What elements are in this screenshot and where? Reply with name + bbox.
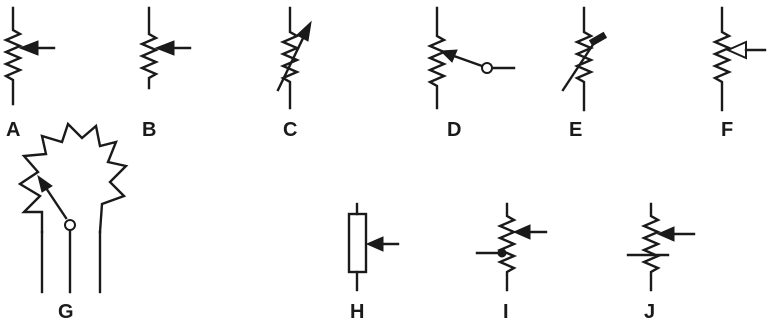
symbol-d-tap-circle-icon	[481, 62, 493, 74]
symbol-g-pivot-circle-icon	[64, 219, 76, 231]
symbol-d-wiper-line	[452, 54, 484, 68]
symbol-j: J	[626, 202, 696, 323]
symbol-i-tap-dot-icon	[497, 248, 507, 258]
symbol-g-wiper-line	[44, 186, 68, 220]
symbol-d: D	[426, 6, 516, 141]
symbol-g-arc-resistor	[17, 121, 129, 234]
symbol-h-arrowhead-icon	[365, 236, 384, 252]
symbol-a-resistor	[2, 6, 24, 106]
symbol-f-resistor	[711, 6, 733, 112]
symbol-g: G	[17, 121, 129, 323]
symbol-e-diagonal-line	[561, 38, 598, 92]
symbol-c: C	[276, 6, 312, 141]
symbol-d-label: D	[447, 119, 461, 141]
symbol-c-arrowhead-icon	[296, 20, 312, 42]
symbol-j-label: J	[644, 301, 655, 323]
symbol-b-label: B	[142, 119, 156, 141]
symbol-h: H	[347, 202, 400, 323]
symbol-a-arrowhead-icon	[18, 40, 39, 56]
symbol-f-open-arrowhead-icon	[725, 40, 747, 60]
symbol-e: E	[561, 6, 608, 141]
symbol-h-label: H	[350, 301, 364, 323]
symbol-i-label: I	[503, 301, 509, 323]
symbol-i: I	[475, 202, 548, 323]
symbol-i-resistor	[496, 202, 518, 292]
symbol-c-diagonal-line	[276, 32, 307, 92]
symbol-b-resistor	[138, 6, 160, 90]
symbol-d-arrowhead-icon	[439, 49, 458, 63]
symbol-f-label: F	[721, 119, 733, 141]
symbol-e-label: E	[569, 119, 582, 141]
symbol-c-resistor	[279, 6, 301, 110]
symbol-d-resistor	[426, 6, 448, 110]
symbol-h-resistor-body	[347, 212, 368, 274]
symbol-a: A	[2, 6, 56, 141]
symbol-e-adjust-tab-icon	[588, 31, 608, 47]
symbol-f: F	[711, 6, 767, 141]
symbol-b-arrowhead-icon	[154, 40, 175, 56]
symbol-j-arrowhead-icon	[656, 226, 675, 242]
symbol-g-arrowhead-icon	[37, 174, 53, 193]
symbol-g-label: G	[58, 301, 74, 323]
symbol-j-resistor	[640, 202, 662, 292]
symbol-c-label: C	[283, 119, 297, 141]
symbol-a-label: A	[6, 119, 20, 141]
symbol-b: B	[138, 6, 192, 141]
symbol-i-arrowhead-icon	[512, 224, 531, 240]
